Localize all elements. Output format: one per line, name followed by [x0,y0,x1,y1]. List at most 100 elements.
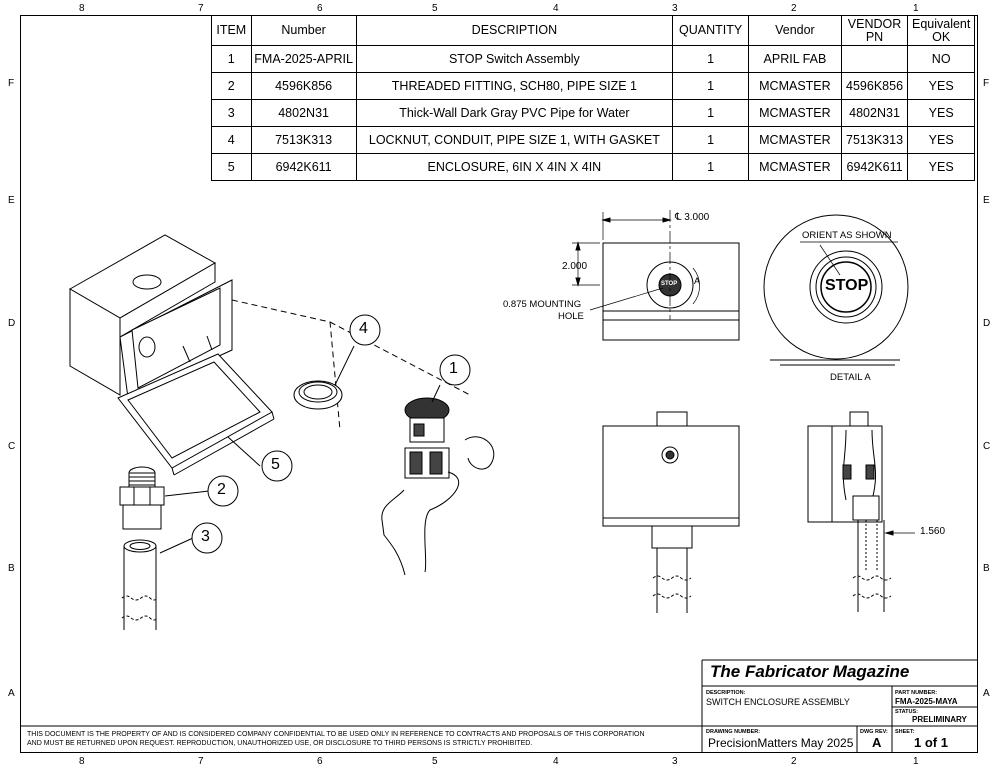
bom-cell-vendor: APRIL FAB [748,45,842,73]
balloon-5-label: 5 [271,456,280,473]
zone-bottom-8: 8 [79,756,85,767]
bom-cell-item: 5 [211,153,252,181]
zone-right-A: A [983,688,990,699]
balloon-5 [261,450,293,482]
zone-bottom-4: 4 [553,756,559,767]
balloon-3-label: 3 [201,528,210,545]
bom-cell-quantity: 1 [672,45,750,73]
orient-note: ORIENT AS SHOWN [802,230,892,241]
threaded-fitting-iso [119,466,165,530]
side-dimension: 1.560 [920,526,946,537]
zone-top-3: 3 [672,3,678,14]
drawing-number-value: PrecisionMatters May 2025 [708,736,854,750]
bom-row: 5 6942K611 ENCLOSURE, 6IN X 4IN X 4IN 1 … [211,153,975,181]
bom-cell-pn: 7513K313 [840,126,909,154]
bom-row: 1 FMA-2025-APRIL STOP Switch Assembly 1 … [211,45,975,73]
front-stop-text: STOP [661,281,678,287]
centerline-dimension: ℄ 3.000 [675,212,710,223]
bom-cell-eq: YES [907,126,975,154]
bom-cell-quantity: 1 [672,99,750,127]
mounting-hole-note-line1: 0.875 MOUNTING [503,299,582,310]
front-view [572,210,740,341]
bom-cell-item: 1 [211,45,252,73]
zone-right-B: B [983,563,990,574]
zone-right-F: F [983,78,990,89]
enclosure-iso [68,234,275,476]
balloon-leaders [159,345,441,554]
bom-header-vendor: Vendor [748,15,842,46]
elevation-view [602,411,740,613]
zone-left-B: B [8,563,15,574]
bom-cell-pn: 4802N31 [840,99,909,127]
balloon-1-label: 1 [449,360,458,377]
zone-bottom-6: 6 [317,756,323,767]
bom-cell-eq: YES [907,153,975,181]
zone-top-7: 7 [198,3,204,14]
zone-right-C: C [983,441,991,452]
bom-cell-vendor: MCMASTER [748,153,842,181]
confidentiality-line-1: THIS DOCUMENT IS THE PROPERTY OF AND IS … [27,731,645,738]
bom-row: 2 4596K856 THREADED FITTING, SCH80, PIPE… [211,72,975,100]
drawing-number-label: DRAWING NUMBER: [706,729,761,735]
bom-cell-number: FMA-2025-APRIL [250,45,357,73]
view-letter-a: A [694,276,701,286]
height-dimension: 2.000 [562,261,588,272]
company-name: The Fabricator Magazine [710,662,910,681]
zone-left-C: C [8,441,16,452]
side-view [807,411,915,612]
zone-top-6: 6 [317,3,323,14]
confidentiality-line-2: AND MUST BE RETURNED UPON REQUEST. REPRO… [27,740,533,747]
balloon-4-label: 4 [359,320,368,337]
zone-left-D: D [8,318,16,329]
status-value: PRELIMINARY [912,715,967,724]
zone-right-E: E [983,195,990,206]
zone-bottom-5: 5 [432,756,438,767]
zone-top-4: 4 [553,3,559,14]
detail-a [763,214,909,366]
zone-left-E: E [8,195,15,206]
bom-header-row: ITEM Number DESCRIPTION QUANTITY Vendor … [211,15,975,46]
sheet-value: 1 of 1 [914,735,948,750]
zone-bottom-7: 7 [198,756,204,767]
balloon-3 [191,522,223,554]
stop-switch-iso [381,397,495,576]
zone-top-5: 5 [432,3,438,14]
balloon-1 [439,354,471,386]
rev-value: A [872,735,882,750]
bom-cell-vendor: MCMASTER [748,99,842,127]
rev-label: DWG REV: [860,729,888,735]
part-number-label: PART NUMBER: [895,690,938,696]
bom-cell-eq: NO [907,45,975,73]
balloon-2-label: 2 [217,481,226,498]
description-value: SWITCH ENCLOSURE ASSEMBLY [706,697,850,707]
locknut-iso [293,380,343,410]
detail-stop-text: STOP [825,277,869,294]
mounting-hole-note-line2: HOLE [558,311,584,322]
bom-cell-vendor: MCMASTER [748,126,842,154]
zone-top-1: 1 [913,3,919,14]
bom-cell-description: THREADED FITTING, SCH80, PIPE SIZE 1 [355,72,674,100]
bom-cell-quantity: 1 [672,153,750,181]
bom-cell-description: STOP Switch Assembly [355,45,674,73]
zone-left-A: A [8,688,15,699]
bom-cell-eq: YES [907,99,975,127]
bom-header-quantity: QUANTITY [672,15,750,46]
bom-cell-description: LOCKNUT, CONDUIT, PIPE SIZE 1, WITH GASK… [355,126,674,154]
zone-bottom-2: 2 [791,756,797,767]
sheet-label: SHEET: [895,729,915,735]
zone-top-2: 2 [791,3,797,14]
title-block-lines [20,659,978,753]
zone-bottom-1: 1 [913,756,919,767]
bom-cell-eq: YES [907,72,975,100]
bom-cell-description: Thick-Wall Dark Gray PVC Pipe for Water [355,99,674,127]
bom-cell-description: ENCLOSURE, 6IN X 4IN X 4IN [355,153,674,181]
pvc-pipe-iso [121,539,159,630]
bom-cell-item: 2 [211,72,252,100]
description-label: DESCRIPTION: [706,690,746,696]
zone-right-D: D [983,318,991,329]
status-label: STATUS: [895,709,919,715]
bill-of-materials: ITEM Number DESCRIPTION QUANTITY Vendor … [211,15,975,181]
